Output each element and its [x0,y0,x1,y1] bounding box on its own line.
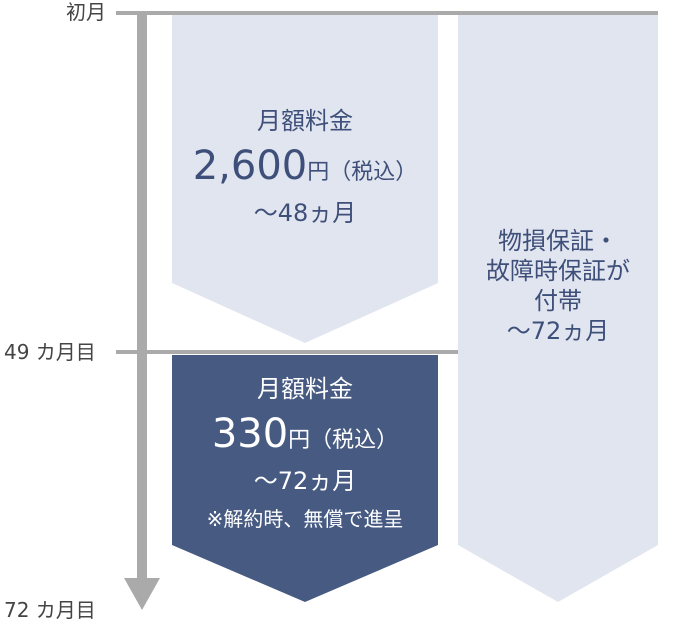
timeline-mid-label: 49 カ月目 [4,340,96,364]
warranty-line-3: 付帯 [534,287,582,315]
warranty-text: 物損保証・ 故障時保証が 付帯 〜72ヵ月 [458,226,658,346]
first-plan-duration: 〜48ヵ月 [253,199,357,227]
second-plan-duration: 〜72ヵ月 [253,467,357,495]
second-plan-block [172,355,438,602]
first-plan-price-line: 2,600円（税込） [172,142,438,190]
timeline-arrowhead [124,578,160,610]
timeline-end-label: 72 カ月目 [4,598,96,622]
first-plan-price: 2,600 [192,143,308,189]
timeline-axis [137,13,147,585]
second-plan-note: ※解約時、無償で進呈 [206,507,404,531]
second-plan-unit: 円（税込） [288,428,399,453]
second-plan-price: 330 [211,411,289,457]
first-plan-text: 月額料金 2,600円（税込） 〜48ヵ月 [172,106,438,228]
warranty-line-1: 物損保証・ [498,227,618,255]
first-plan-title: 月額料金 [257,107,353,135]
second-plan-price-line: 330円（税込） [172,410,438,458]
warranty-line-2: 故障時保証が [486,257,630,285]
warranty-line-4: 〜72ヵ月 [506,317,610,345]
first-plan-block [172,15,438,343]
warranty-block [458,15,658,602]
second-plan-text: 月額料金 330円（税込） 〜72ヵ月 ※解約時、無償で進呈 [172,374,438,534]
second-plan-title: 月額料金 [257,375,353,403]
first-plan-unit: 円（税込） [307,160,418,185]
timeline-start-label: 初月 [66,0,106,24]
